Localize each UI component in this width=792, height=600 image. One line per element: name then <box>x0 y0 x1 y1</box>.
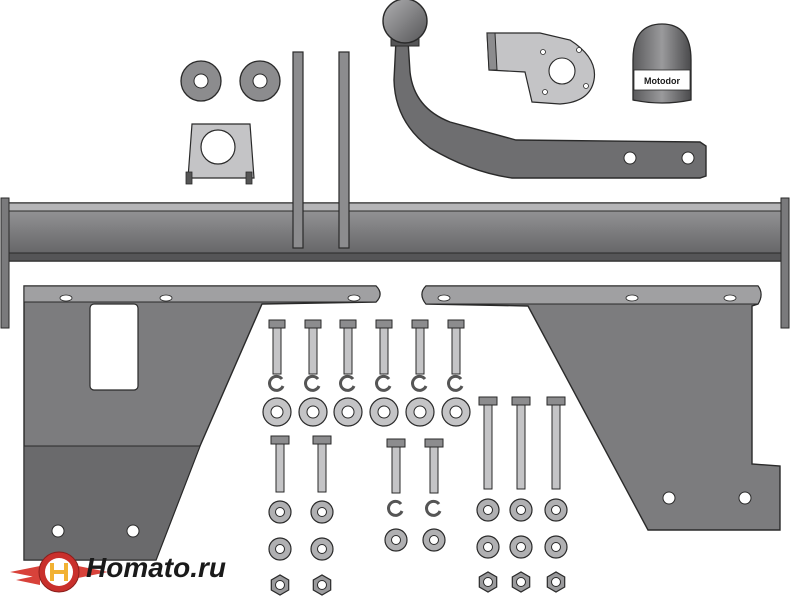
washer-hole <box>391 535 401 545</box>
bolt-shank <box>343 327 353 375</box>
spring-washer <box>447 374 464 392</box>
washer-hole <box>449 405 463 419</box>
bolt-shank <box>317 443 327 493</box>
bolt-head <box>424 438 444 448</box>
washer-hole <box>429 535 439 545</box>
bolt-head <box>339 319 357 329</box>
bolt-head <box>304 319 322 329</box>
washer-hole <box>483 542 493 552</box>
washer-hole <box>317 544 327 554</box>
crossbar-beam <box>0 197 790 329</box>
bolt-head <box>411 319 429 329</box>
washer-hole <box>516 505 526 515</box>
nut-hole <box>551 577 561 587</box>
tow-ball-arm <box>382 0 707 179</box>
spring-washer <box>304 374 321 392</box>
left-mounting-bracket <box>23 285 381 561</box>
bolt-shank <box>415 327 425 375</box>
bolt-head <box>375 319 393 329</box>
spring-washer <box>375 374 392 392</box>
bolt-shank <box>551 404 561 490</box>
nut-hole <box>275 580 285 590</box>
washer-hole <box>270 405 284 419</box>
washer-hole <box>306 405 320 419</box>
nut-hole <box>483 577 493 587</box>
ball-cap: Motodor <box>632 23 692 104</box>
washer-hole <box>341 405 355 419</box>
bolt-shank <box>391 446 401 494</box>
bolt-head <box>386 438 406 448</box>
bolt-shank <box>379 327 389 375</box>
washer-hole <box>275 507 285 517</box>
socket-plate <box>486 32 596 105</box>
washer-hole <box>483 505 493 515</box>
spring-washer <box>387 499 404 517</box>
cap-label: Motodor <box>644 76 680 86</box>
bolt-head <box>511 396 531 406</box>
washer-hole <box>551 505 561 515</box>
bolt-head <box>546 396 566 406</box>
spring-washer <box>425 499 442 517</box>
washer-hole <box>413 405 427 419</box>
spring-washer <box>339 374 356 392</box>
bolt-shank <box>451 327 461 375</box>
bolt-head <box>270 435 290 445</box>
bolt-head <box>478 396 498 406</box>
washer-hole <box>275 544 285 554</box>
bolt-shank <box>272 327 282 375</box>
washer-hole <box>516 542 526 552</box>
spring-washer <box>268 374 285 392</box>
right-mounting-bracket <box>421 285 781 531</box>
logo-emblem <box>10 551 108 593</box>
bolt-head <box>447 319 465 329</box>
bolt-head <box>312 435 332 445</box>
washer-hole <box>317 507 327 517</box>
spring-washer <box>411 374 428 392</box>
hardware-set <box>262 319 568 596</box>
washer-hole <box>377 405 391 419</box>
socket-bracket-small <box>185 123 255 185</box>
washer-hole <box>551 542 561 552</box>
bolt-shank <box>516 404 526 490</box>
bolt-shank <box>483 404 493 490</box>
spacer-washers <box>180 60 281 102</box>
nut-hole <box>317 580 327 590</box>
bolt-shank <box>308 327 318 375</box>
logo-text: Homato.ru <box>86 552 226 583</box>
bolt-head <box>268 319 286 329</box>
bolt-shank <box>429 446 439 494</box>
bolt-shank <box>275 443 285 493</box>
nut-hole <box>516 577 526 587</box>
vertical-plates <box>292 51 350 249</box>
